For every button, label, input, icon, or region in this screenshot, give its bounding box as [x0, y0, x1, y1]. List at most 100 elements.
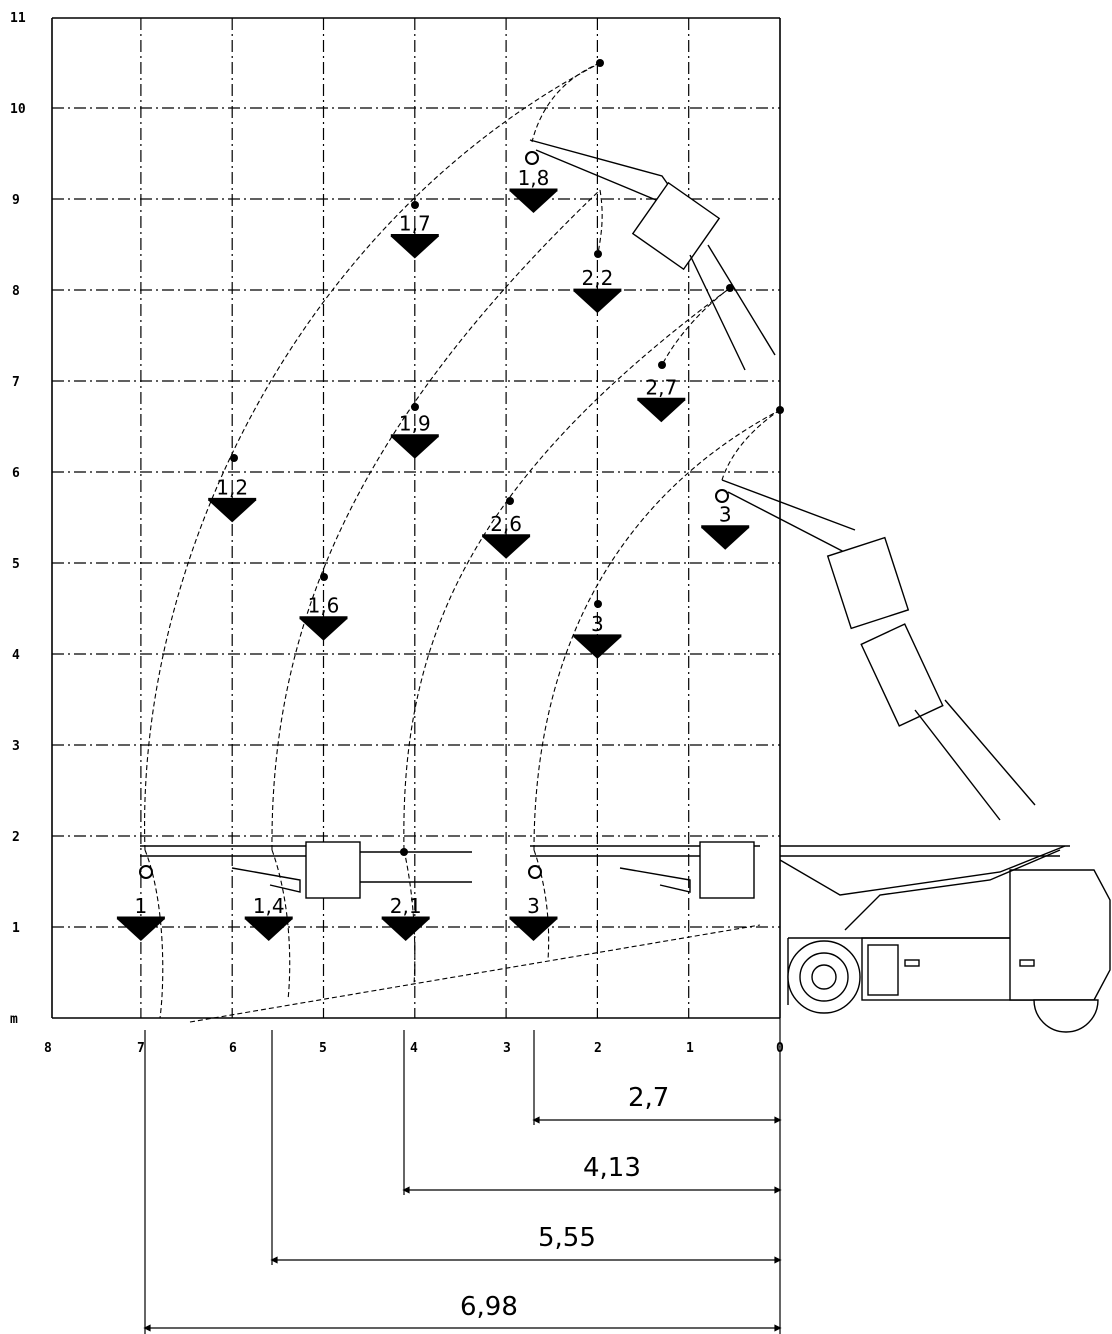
load-triangle [637, 400, 686, 423]
hook-icon [528, 865, 542, 879]
ground-line [189, 924, 761, 1023]
curve-points [230, 59, 784, 856]
load-label: 3 [527, 894, 540, 918]
x-tick-label: 2 [594, 1041, 602, 1056]
vehicle-light [1019, 959, 1035, 967]
y-tick-label: 9 [12, 193, 20, 208]
y-tick-label: 3 [12, 739, 20, 754]
dim-label: 6,98 [460, 1292, 518, 1322]
reach-envelopes [144, 62, 781, 1023]
y-axis: 11 10 9 8 7 6 5 4 3 2 1 m [10, 11, 26, 1027]
load-triangle [390, 436, 439, 459]
boom-arm [721, 479, 856, 531]
boom-head [305, 841, 361, 899]
boom-arm [727, 491, 851, 556]
y-tick-label: 1 [12, 921, 20, 936]
envelope-2 [271, 189, 601, 851]
y-tick-label: 11 [10, 11, 26, 26]
load-label: 1 [135, 894, 148, 918]
envelope-4 [533, 409, 781, 851]
x-tick-label: 3 [503, 1041, 511, 1056]
y-tick-label: 5 [12, 557, 20, 572]
load-triangle [244, 919, 293, 941]
boom-mid [715, 479, 1036, 821]
front-wheel-center [811, 964, 837, 990]
curve-point [230, 454, 238, 462]
boom-shaft [689, 254, 746, 371]
load-label: 1,7 [399, 212, 431, 236]
hook-swing [531, 62, 601, 143]
x-tick-label: 1 [686, 1041, 694, 1056]
y-tick-label: 8 [12, 284, 20, 299]
load-label: 2,6 [490, 512, 522, 536]
y-tick-label: 10 [10, 102, 26, 117]
load-label: 3 [719, 503, 732, 527]
lower-arc-2 [271, 849, 291, 1001]
load-triangle [509, 919, 558, 941]
hook-icon [139, 865, 153, 879]
boom-arm [535, 149, 657, 201]
vehicle-cab [1009, 869, 1111, 1001]
vehicle-light [904, 959, 920, 967]
vehicle-lift-arm [779, 845, 1066, 896]
hook-swing-2 [721, 409, 781, 481]
x-tick-label: 8 [44, 1041, 52, 1056]
load-label: 2,1 [390, 894, 422, 918]
grid [52, 18, 780, 1018]
boom-shaft [914, 709, 1001, 821]
y-tick-label: 6 [12, 466, 20, 481]
curve-point [776, 406, 784, 414]
boom-horizontal-inner [528, 841, 760, 899]
envelope-3 [403, 287, 731, 851]
curve-point [594, 250, 602, 258]
load-triangle [482, 536, 531, 559]
y-tick-label: 2 [12, 830, 20, 845]
hook-swing-3 [661, 287, 731, 366]
y-tick-label: 7 [12, 375, 20, 390]
y-tick-label: 4 [12, 648, 20, 663]
reach-dimensions: 2,7 4,13 5,55 6,98 [143, 1018, 782, 1334]
y-unit-label: m [10, 1012, 18, 1027]
dim-label: 2,7 [628, 1083, 669, 1113]
boom-shaft [707, 244, 776, 356]
boom-high [525, 139, 776, 371]
vehicle-lift-arm [844, 849, 1061, 931]
load-triangle [573, 636, 622, 659]
load-label: 1,2 [216, 475, 248, 499]
load-label: 1,6 [308, 594, 340, 618]
x-axis: 8 7 6 5 4 3 2 1 0 [44, 1041, 784, 1056]
load-label: 1,8 [518, 166, 550, 190]
dim-label: 4,13 [583, 1153, 641, 1183]
curve-point [596, 59, 604, 67]
load-triangle [116, 919, 165, 941]
load-triangle [509, 191, 558, 213]
load-triangle [701, 527, 750, 550]
hook-swing-4 [597, 189, 603, 255]
lower-arc-4 [533, 849, 550, 961]
load-label: 1,4 [253, 894, 285, 918]
load-triangle [390, 236, 439, 259]
boom-link [231, 867, 301, 893]
curve-point [320, 573, 328, 581]
load-label: 2,7 [645, 375, 677, 399]
hook-icon [525, 151, 539, 165]
boom-horizontal-outer [139, 841, 472, 899]
curve-point [506, 497, 514, 505]
rear-wheel-icon [1033, 999, 1099, 1033]
boom-sleeve [860, 623, 944, 727]
envelope-outer [144, 62, 601, 851]
load-triangle [573, 291, 622, 314]
curve-point [411, 403, 419, 411]
boom-head [826, 536, 910, 630]
boom-link [619, 867, 691, 893]
curve-point [411, 201, 419, 209]
load-label: 2,2 [581, 266, 613, 290]
vehicle-door [867, 944, 899, 996]
curve-point [726, 284, 734, 292]
curve-point [658, 361, 666, 369]
x-tick-label: 6 [229, 1041, 237, 1056]
load-triangle [381, 919, 430, 941]
boom-head [699, 841, 755, 899]
